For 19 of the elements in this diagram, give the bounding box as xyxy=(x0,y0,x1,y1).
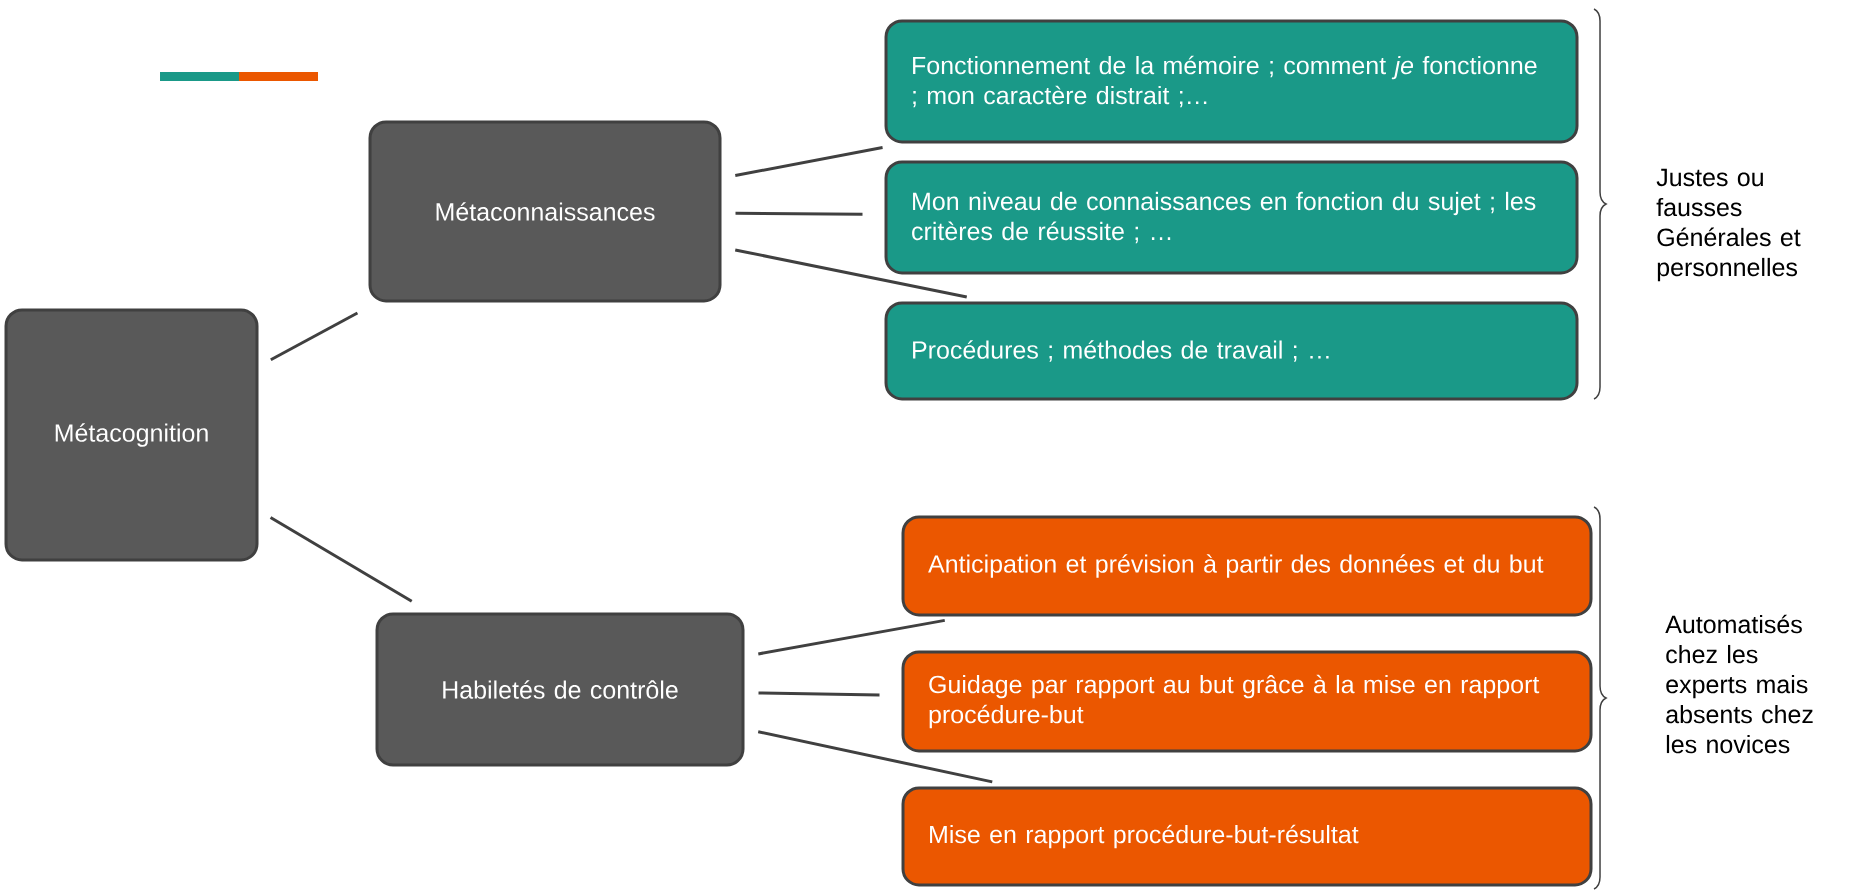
brace-note: Justes ou fausses Générales et personnelles xyxy=(1656,168,1801,282)
topic-box: Procédures ; méthodes de travail ; … xyxy=(884,301,1579,401)
topic-box: Anticipation et prévision à partir des données et du but xyxy=(901,515,1593,617)
connector-line xyxy=(270,311,359,362)
connector-line xyxy=(735,211,863,216)
connector-line xyxy=(758,618,946,656)
topic-box: Habiletés de contrôle xyxy=(375,612,745,767)
topic-box: Fonctionnement de la mémoire ; comment je fonctionne ; mon caractère distrait ;… xyxy=(884,19,1579,144)
topic-box: Guidage par rapport au but grâce à la mise en rapport procédure-but xyxy=(901,650,1593,753)
brace-note: Automatisés chez les experts mais absents chez les novices xyxy=(1665,614,1813,754)
connector-line xyxy=(757,730,993,784)
topic-box: Mise en rapport procédure-but-résultat xyxy=(901,786,1593,887)
connector-line xyxy=(269,516,413,603)
topic-box: Métaconnaissances xyxy=(368,120,722,303)
topic-box: Métacognition xyxy=(4,308,259,562)
connector-line xyxy=(758,691,880,697)
topic-box: Mon niveau de connaissances en fonction du sujet ; les critères de réussite ; … xyxy=(884,160,1579,275)
connector-line xyxy=(734,248,968,299)
connector-line xyxy=(735,146,883,177)
